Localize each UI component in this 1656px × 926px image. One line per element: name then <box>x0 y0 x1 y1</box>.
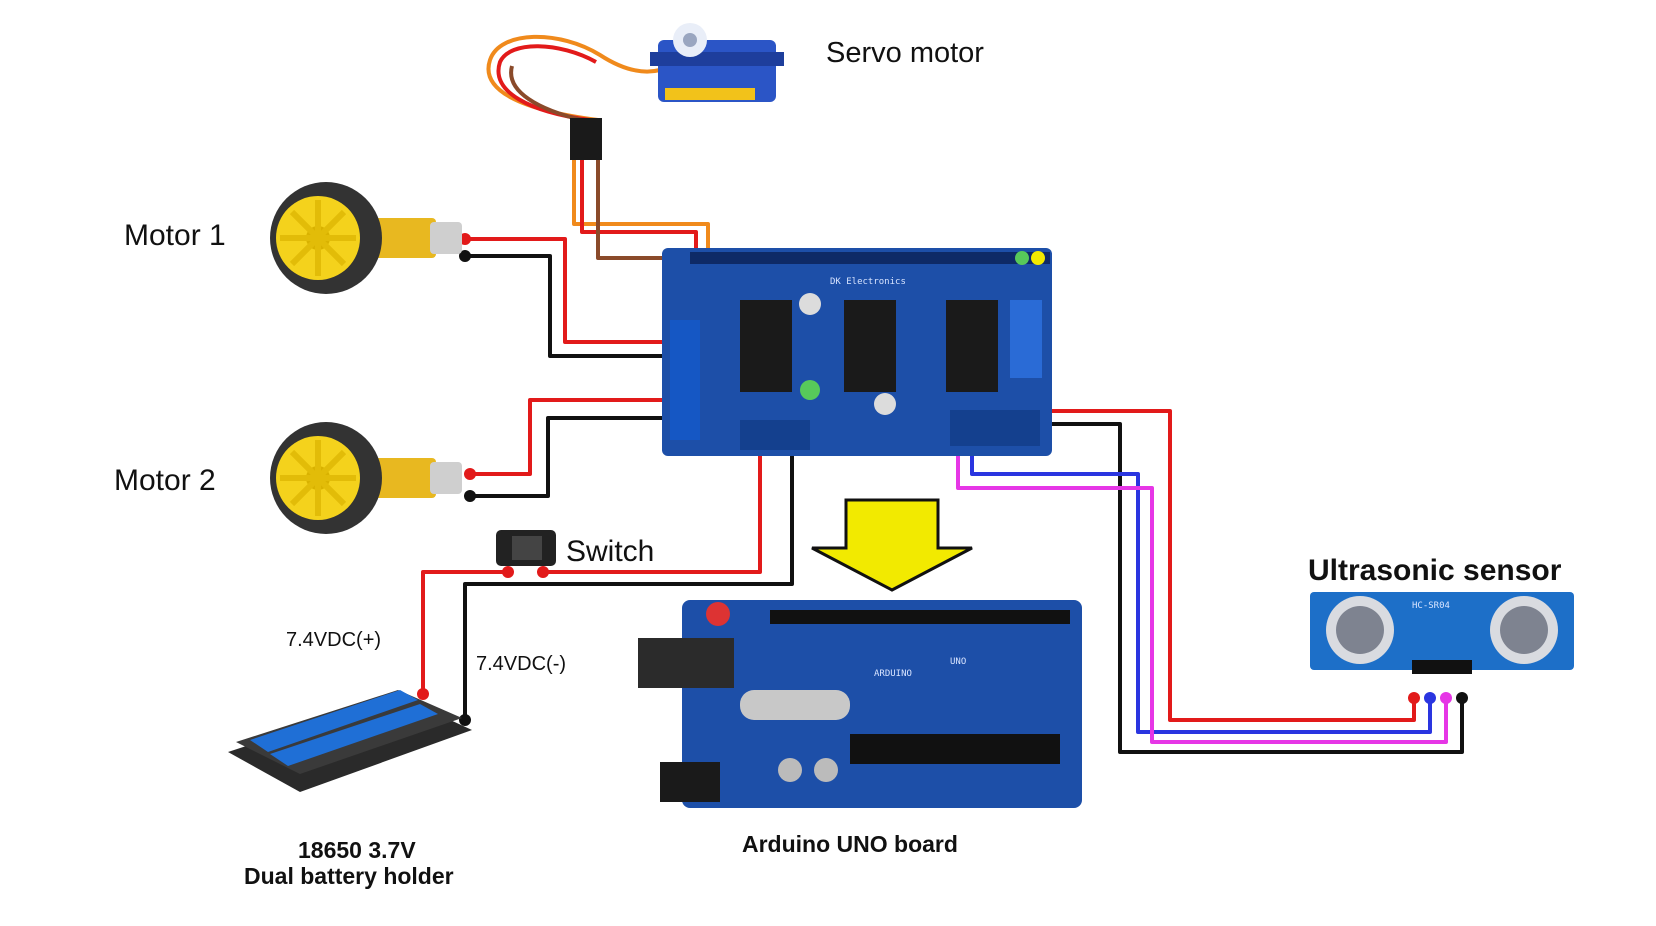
motor-shield-icon: DK Electronics <box>662 248 1052 456</box>
sensor-wire-red <box>1030 409 1416 722</box>
servo-motor-icon <box>486 23 784 160</box>
motor2-dc-motor-wheel-icon <box>270 422 462 534</box>
battery-wire-red <box>421 570 508 694</box>
power-wire-black <box>463 438 794 720</box>
sensor-wire-magenta <box>956 428 1448 744</box>
motor2-wire-red <box>470 398 690 476</box>
motor1-label: Motor 1 <box>124 219 226 252</box>
ultrasonic-sensor-icon: HC-SR04 <box>1310 592 1574 674</box>
arduino-model-label: UNO <box>950 657 966 667</box>
arduino-logo-label: ARDUINO <box>874 669 912 679</box>
sensor-wire-blue <box>970 428 1432 734</box>
power-wire-red <box>543 438 762 574</box>
rocker-switch-icon <box>496 530 556 566</box>
wires <box>421 158 1464 754</box>
motor2-wire-black <box>470 416 690 498</box>
arduino-label: Arduino UNO board <box>742 831 958 857</box>
motor2-label: Motor 2 <box>114 464 216 497</box>
battery-holder-icon <box>228 690 472 792</box>
battery-label-line2: Dual battery holder <box>244 863 454 889</box>
motor1-wire-black <box>465 254 690 358</box>
switch-label: Switch <box>566 535 654 568</box>
labels: Servo motor Motor 1 Motor 2 Switch 7.4VD… <box>114 37 1562 889</box>
down-arrow-icon <box>811 498 973 592</box>
servo-wire-orange <box>572 158 710 258</box>
servo-motor-label: Servo motor <box>826 37 984 69</box>
sensor-model-label: HC-SR04 <box>1412 601 1450 611</box>
shield-brand-label: DK Electronics <box>830 277 906 287</box>
ultrasonic-sensor-label: Ultrasonic sensor <box>1308 554 1562 587</box>
sensor-wire-black <box>1050 422 1464 754</box>
battery-label-line1: 18650 3.7V <box>298 837 416 863</box>
vpos-label: 7.4VDC(+) <box>286 629 381 651</box>
vneg-label: 7.4VDC(-) <box>476 653 566 675</box>
motor1-dc-motor-wheel-icon <box>270 182 462 294</box>
servo-wire-brown <box>596 158 686 260</box>
arduino-uno-board-icon: ARDUINO UNO <box>638 600 1082 808</box>
motor1-wire-red <box>465 237 690 344</box>
servo-wire-red <box>580 158 698 258</box>
